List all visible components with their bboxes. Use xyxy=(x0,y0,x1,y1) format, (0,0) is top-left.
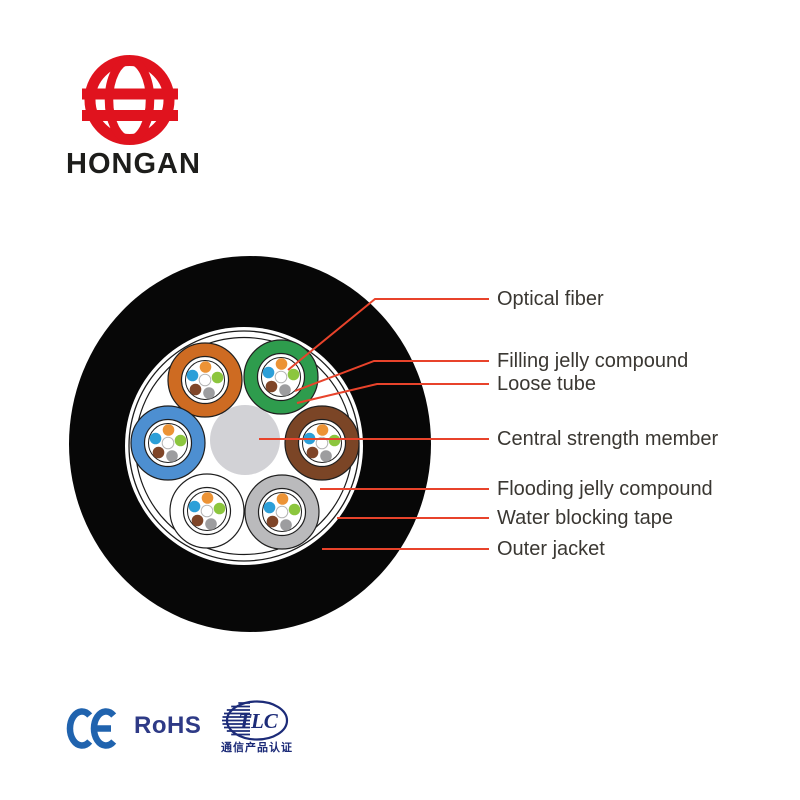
optical-fiber-green xyxy=(213,502,226,515)
optical-fiber-green xyxy=(288,503,301,516)
optical-fiber-gray xyxy=(205,518,217,530)
optical-fiber-green xyxy=(328,434,341,447)
optical-fiber-gray xyxy=(280,519,292,531)
loose-tube-green-inner-ring xyxy=(256,352,306,402)
tlc-caption: 通信产品认证 xyxy=(221,740,293,754)
optical-fiber-white xyxy=(315,436,329,450)
optical-fiber-brown xyxy=(266,515,279,528)
optical-fiber-white xyxy=(161,436,175,450)
rohs-label: RoHS xyxy=(134,712,202,739)
optical-fiber-blue xyxy=(303,432,316,445)
water-blocking-tape-ring xyxy=(128,330,360,562)
diagram-label-optical-fiber: Optical fiber xyxy=(497,288,604,310)
cable-core xyxy=(125,327,363,565)
tlc-stripes-icon xyxy=(222,702,250,736)
loose-tube-gray-inner-ring xyxy=(257,487,307,537)
optical-fiber-brown xyxy=(191,514,204,527)
diagram-label-flooding-jelly-compound: Flooding jelly compound xyxy=(497,478,713,500)
optical-fiber-blue xyxy=(262,366,275,379)
optical-fiber-brown xyxy=(265,380,278,393)
diagram-label-loose-tube: Loose tube xyxy=(497,373,596,395)
optical-fiber-orange xyxy=(316,424,329,436)
loose-tube-orange xyxy=(167,342,243,418)
diagram-label-filling-jelly-compound: Filling jelly compound xyxy=(497,350,689,372)
loose-tube-white xyxy=(169,473,245,549)
optical-fiber-gray xyxy=(166,450,178,462)
loose-tube-orange-fiber-area xyxy=(185,360,225,400)
loose-tube-blue-fiber-area xyxy=(148,423,188,463)
optical-fiber-green xyxy=(174,434,187,447)
optical-fiber-gray xyxy=(279,384,291,396)
loose-tube-brown-fiber-area xyxy=(302,423,342,463)
loose-tube-orange-inner-ring xyxy=(180,355,230,405)
optical-fiber-gray xyxy=(320,450,332,462)
central-strength-member xyxy=(210,405,280,475)
diagram-label-outer-jacket: Outer jacket xyxy=(497,538,605,560)
optical-fiber-brown xyxy=(189,383,202,396)
callout-line-2 xyxy=(294,360,489,392)
optical-fiber-orange xyxy=(162,424,175,436)
loose-tube-brown-inner-ring xyxy=(297,418,347,468)
optical-fiber-blue xyxy=(263,501,276,514)
optical-fiber-orange xyxy=(275,358,288,370)
optical-fiber-white xyxy=(198,373,212,387)
optical-fiber-orange xyxy=(201,492,214,504)
optical-fiber-blue xyxy=(186,369,199,382)
tlc-label: TLC xyxy=(238,709,279,733)
ce-mark-icon xyxy=(66,708,117,749)
globe-logo-icon xyxy=(82,55,178,145)
optical-fiber-orange xyxy=(276,493,289,505)
loose-tube-green-fiber-area xyxy=(261,357,301,397)
loose-tube-blue xyxy=(130,405,206,481)
loose-tube-green xyxy=(243,339,319,415)
tlc-logo: TLC 通信产品认证 xyxy=(221,700,293,754)
loose-tube-white-fiber-area xyxy=(187,491,227,531)
outer-jacket xyxy=(69,256,431,632)
loose-tube-blue-inner-ring xyxy=(143,418,193,468)
optical-fiber-white xyxy=(275,505,289,519)
diagram-label-water-blocking-tape: Water blocking tape xyxy=(497,507,674,529)
optical-fiber-brown xyxy=(152,446,165,459)
callout-line-3 xyxy=(296,383,489,404)
optical-fiber-white xyxy=(200,504,214,518)
optical-fiber-gray xyxy=(203,387,215,399)
loose-tube-gray-fiber-area xyxy=(262,492,302,532)
water-blocking-tape-ring xyxy=(134,336,354,556)
loose-tube-gray xyxy=(244,474,320,550)
optical-fiber-blue xyxy=(149,432,162,445)
optical-fiber-green xyxy=(211,371,224,384)
brand-name: HONGAN xyxy=(66,148,201,180)
optical-fiber-orange xyxy=(199,361,212,373)
callout-line-1 xyxy=(287,298,489,371)
loose-tube-brown xyxy=(284,405,360,481)
loose-tube-white-inner-ring xyxy=(182,486,232,536)
optical-fiber-blue xyxy=(188,500,201,513)
diagram-label-central-strength-member: Central strength member xyxy=(497,428,719,450)
optical-fiber-white xyxy=(274,370,288,384)
optical-fiber-brown xyxy=(306,446,319,459)
optical-fiber-green xyxy=(287,368,300,381)
